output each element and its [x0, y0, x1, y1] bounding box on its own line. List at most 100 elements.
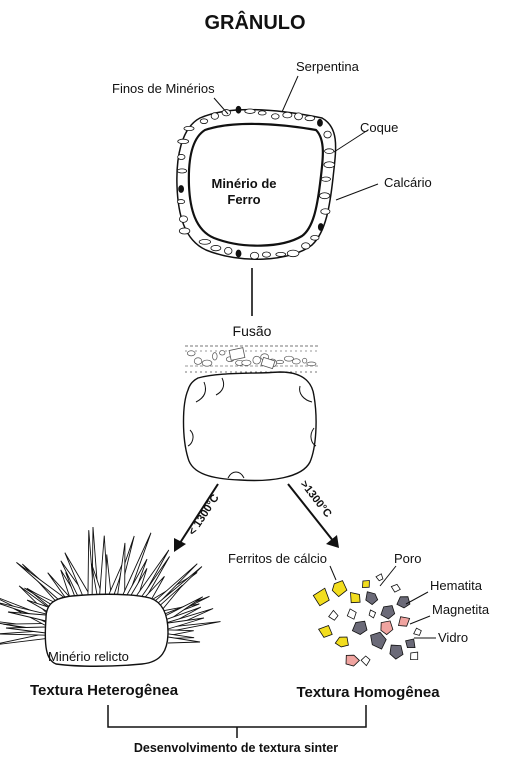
- hematite-grain: [366, 592, 378, 605]
- fusion-particle: [253, 356, 261, 364]
- fine-particle: [179, 228, 190, 234]
- calcium-ferrite-grain: [332, 581, 347, 597]
- fine-particle: [321, 209, 330, 214]
- serpentine-leader: [282, 76, 298, 112]
- branch-arrows: < 1300°C >1300°C: [174, 478, 339, 552]
- fine-particle: [287, 250, 299, 257]
- glass-grain: [329, 610, 338, 620]
- homogeneous-caption: Textura Homogênea: [296, 684, 440, 701]
- hematite-grain: [406, 639, 415, 648]
- homogeneous-texture: Ferritos de cálcio Poro Hematita Magneti…: [228, 551, 490, 701]
- fines-label: Finos de Minérios: [112, 81, 215, 96]
- glass-label: Vidro: [438, 630, 468, 645]
- magnetite-leader: [410, 616, 430, 624]
- fusion-particle: [307, 362, 316, 366]
- limestone-leader: [336, 184, 378, 200]
- heterogeneous-caption: Textura Heterogênea: [30, 682, 179, 699]
- fusion-label: Fusão: [233, 323, 272, 339]
- footer-caption: Desenvolvimento de textura sinter: [134, 741, 338, 755]
- fine-particle: [211, 245, 221, 250]
- fine-particle: [178, 139, 189, 143]
- granule: Minério de Ferro Finos de Minérios Serpe…: [112, 59, 432, 259]
- calcium-ferrite-grain: [363, 581, 370, 588]
- fine-particle: [283, 112, 292, 118]
- fine-particle: [184, 126, 194, 130]
- fine-particle: [319, 193, 329, 199]
- fusion-stage: [184, 346, 319, 480]
- fusion-particle: [202, 360, 212, 366]
- fine-particle: [276, 252, 286, 256]
- pore-grain: [376, 574, 383, 581]
- coke-particle: [179, 185, 184, 192]
- fine-particle: [200, 119, 208, 124]
- fine-particle: [302, 243, 310, 249]
- glass-grain: [411, 652, 418, 660]
- mineral-grains: [313, 574, 421, 666]
- fine-particle: [250, 252, 258, 259]
- fine-particle: [178, 154, 185, 159]
- hematite-label: Hematita: [430, 578, 483, 593]
- magnetite-grain: [346, 655, 359, 666]
- ferrite-leader: [330, 566, 336, 580]
- acicular-spike: [118, 543, 125, 596]
- heterogeneous-texture: Minério relicto Textura Heterogênea: [0, 527, 220, 699]
- glass-grain: [414, 628, 422, 635]
- right-arrowhead: [326, 535, 339, 548]
- fine-particle: [321, 177, 330, 181]
- left-arrowhead: [174, 538, 186, 552]
- hematite-grain: [390, 645, 403, 659]
- fusion-particle: [242, 360, 251, 365]
- calcium-ferrite-grain: [351, 593, 361, 603]
- hematite-leader: [406, 592, 428, 604]
- coke-particle: [236, 250, 241, 257]
- relict-ore-label: Minério relicto: [48, 649, 129, 664]
- right-branch-temperature: >1300°C: [298, 478, 334, 520]
- hematite-grain: [352, 621, 367, 634]
- fine-particle: [225, 247, 232, 254]
- fine-particle: [179, 216, 187, 222]
- fine-particle: [258, 111, 266, 115]
- limestone-label: Calcário: [384, 175, 432, 190]
- glass-grain: [361, 656, 370, 666]
- magnetite-grain: [381, 621, 393, 635]
- calcium-ferrite-grain: [335, 637, 348, 647]
- fine-particle: [199, 239, 210, 244]
- fine-particle: [245, 109, 255, 113]
- fine-particle: [305, 116, 315, 121]
- magnetite-label: Magnetita: [432, 602, 490, 617]
- fine-particle: [177, 200, 184, 204]
- hematite-grain: [381, 606, 395, 619]
- calcium-ferrite-grain: [319, 626, 333, 638]
- fine-particle: [311, 235, 319, 240]
- fusion-particle: [212, 353, 217, 360]
- fine-particle: [324, 131, 331, 138]
- calcium-ferrites-label: Ferritos de cálcio: [228, 551, 327, 566]
- diagram-title: GRÂNULO: [204, 10, 305, 34]
- fusion-particle: [302, 358, 306, 363]
- fusion-particle: [229, 348, 245, 361]
- fine-particle: [324, 162, 335, 168]
- coke-particle: [317, 119, 322, 126]
- fusion-particle: [194, 358, 202, 365]
- fine-particle: [262, 252, 270, 257]
- calcium-ferrite-grain: [313, 588, 329, 606]
- hematite-grain: [371, 632, 387, 649]
- pore-label: Poro: [394, 551, 421, 566]
- fusion-particle: [292, 359, 300, 364]
- fine-particle: [325, 149, 334, 154]
- fine-particle: [295, 113, 303, 120]
- serpentine-label: Serpentina: [296, 59, 360, 74]
- iron-ore-label-line2: Ferro: [227, 192, 260, 207]
- fusion-particle: [276, 360, 284, 363]
- coke-label: Coque: [360, 120, 398, 135]
- coke-particle: [318, 224, 323, 231]
- magnetite-grain: [399, 617, 410, 627]
- hematite-grain: [397, 597, 410, 608]
- fine-particle: [177, 169, 186, 173]
- glass-grain: [391, 584, 400, 592]
- fine-particle: [211, 113, 218, 120]
- coke-particle: [236, 106, 241, 113]
- fusion-melt-body: [184, 372, 317, 480]
- glass-grain: [369, 610, 376, 618]
